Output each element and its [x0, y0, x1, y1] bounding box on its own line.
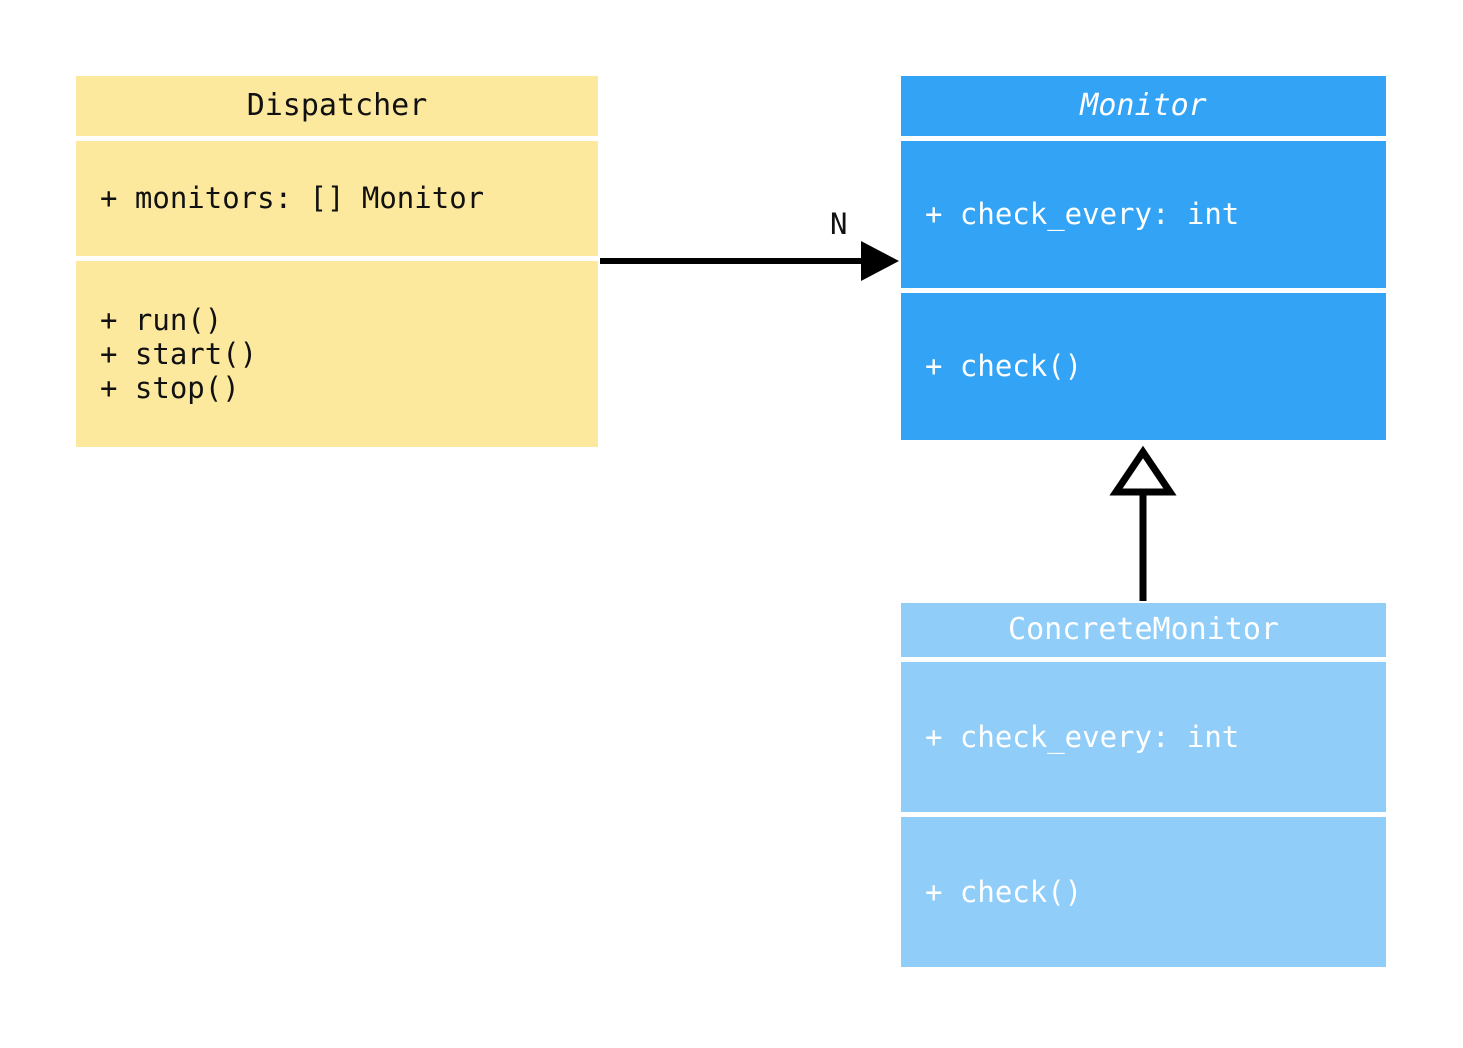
class-attributes-monitor: + check_every: int: [901, 141, 1386, 288]
class-box-monitor[interactable]: Monitor + check_every: int + check(): [901, 76, 1386, 440]
class-box-dispatcher[interactable]: Dispatcher + monitors: [] Monitor + run(…: [76, 76, 598, 447]
class-name-dispatcher: Dispatcher: [246, 87, 428, 123]
class-name-monitor: Monitor: [1080, 87, 1207, 123]
class-operations-dispatcher: + run() + start() + stop(): [76, 261, 598, 447]
class-name-concretemonitor: ConcreteMonitor: [1008, 611, 1279, 647]
class-operations-concretemonitor: + check(): [901, 817, 1386, 967]
class-header-monitor: Monitor: [901, 76, 1386, 136]
operation-row: + check(): [925, 349, 1083, 384]
generalization-concretemonitor-to-monitor: [1109, 445, 1177, 601]
class-attributes-concretemonitor: + check_every: int: [901, 662, 1386, 812]
association-multiplicity-label: N: [830, 207, 848, 241]
class-attributes-dispatcher: + monitors: [] Monitor: [76, 141, 598, 256]
association-arrowhead-filled: [861, 241, 899, 281]
operation-row: + start(): [100, 336, 258, 371]
operation-row: + check(): [925, 874, 1083, 909]
operation-row: + run(): [100, 302, 223, 337]
attribute-row: + check_every: int: [925, 197, 1240, 232]
class-box-concretemonitor[interactable]: ConcreteMonitor + check_every: int + che…: [901, 603, 1386, 967]
attribute-row: + monitors: [] Monitor: [100, 181, 485, 216]
class-header-dispatcher: Dispatcher: [76, 76, 598, 136]
attribute-row: + check_every: int: [925, 719, 1240, 754]
class-operations-monitor: + check(): [901, 293, 1386, 440]
association-dispatcher-to-monitor: [600, 241, 899, 281]
class-header-concretemonitor: ConcreteMonitor: [901, 603, 1386, 657]
generalization-arrowhead-hollow: [1109, 445, 1177, 496]
operation-row: + stop(): [100, 371, 240, 406]
